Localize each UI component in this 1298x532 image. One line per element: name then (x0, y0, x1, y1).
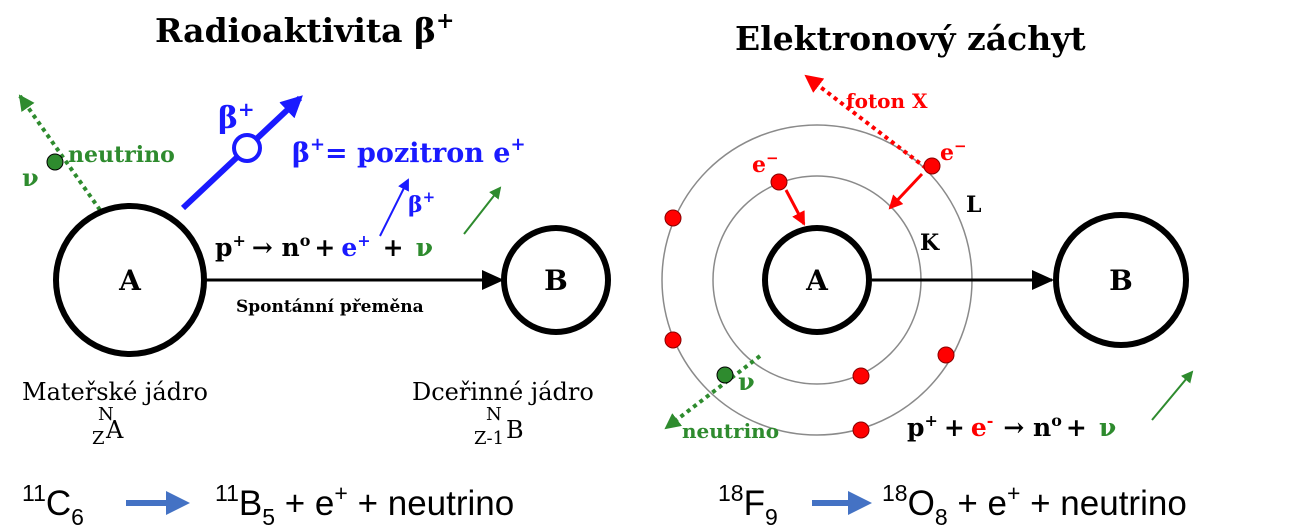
nucleus-b-right (1053, 212, 1189, 348)
electron-l-falling (923, 157, 941, 175)
daughter-sup: N (486, 404, 502, 425)
nucleus-a-right-label: A (805, 264, 829, 297)
electron-1 (664, 209, 682, 227)
electron-4 (937, 346, 955, 364)
reaction-right-product: 18O8 + e+ + neutrino (882, 480, 1187, 530)
neutrino-path-right (664, 354, 762, 430)
daughter-sub: Z-1 (474, 428, 504, 449)
beta-plus-symbol: β+ (218, 97, 255, 136)
neutrino-label-right: neutrino (682, 419, 779, 443)
reaction-right-reactant: 18F9 (718, 480, 778, 530)
neutrino-particle-left (46, 153, 64, 171)
photon-label: foton X (846, 89, 928, 113)
nu-symbol-right: ν (738, 367, 755, 396)
right-panel: Elektronový záchyt foton X e− e− ν neutr… (661, 19, 1194, 443)
parent-sup: N (98, 404, 114, 425)
left-panel: Radioaktivita β+ ν neutrino β+ β+= pozit… (18, 8, 611, 449)
electron-transition-arrow (888, 172, 924, 210)
photon-path (804, 74, 928, 170)
small-beta-label: β+ (408, 188, 435, 218)
nucleus-b-left (501, 225, 611, 335)
e-minus-label-1: e− (752, 149, 779, 178)
nucleus-a-right (762, 225, 872, 335)
beta-definition: β+= pozitron e+ (292, 134, 526, 169)
parent-label: Mateřské jádro (22, 378, 208, 406)
electron-2 (664, 331, 682, 349)
daughter-sym: B (506, 416, 524, 444)
electron-k-captured (770, 173, 788, 191)
positron-particle (232, 133, 262, 163)
right-equation: p++e-→ no+ν (907, 411, 1116, 442)
spontaneous-label: Spontánní přeměna (236, 297, 424, 317)
small-nu-arrow-right (1151, 370, 1194, 421)
small-beta-arrow (379, 178, 409, 237)
e-minus-label-2: e− (940, 137, 967, 166)
parent-sub: Z (92, 428, 105, 449)
nucleus-a-left-label: A (118, 264, 142, 297)
neutrino-particle-right (716, 366, 734, 384)
nucleus-b-right-label: B (1109, 264, 1133, 297)
right-title: Elektronový záchyt (735, 19, 1086, 58)
reaction-left-reactant: 11C6 (22, 480, 84, 530)
electron-5 (852, 421, 870, 439)
shell-l-label: L (966, 192, 981, 218)
capture-arrow (784, 189, 806, 226)
bottom-reactions: 11C6 11B5 + e+ + neutrino 18F9 18O8 + e+… (22, 480, 1187, 530)
reaction-left-product: 11B5 + e+ + neutrino (215, 480, 514, 530)
parent-sym: A (105, 416, 124, 444)
neutrino-label-left: neutrino (68, 142, 175, 168)
nu-symbol-left: ν (22, 163, 39, 192)
daughter-label: Dceřinné jádro (412, 378, 594, 406)
nucleus-b-left-label: B (544, 264, 568, 297)
electron-3 (852, 367, 870, 385)
shell-k-label: K (920, 230, 940, 256)
left-equation: p+→ no+e++ν (215, 231, 433, 262)
left-title: Radioaktivita β+ (155, 8, 454, 50)
small-nu-arrow (463, 186, 502, 235)
